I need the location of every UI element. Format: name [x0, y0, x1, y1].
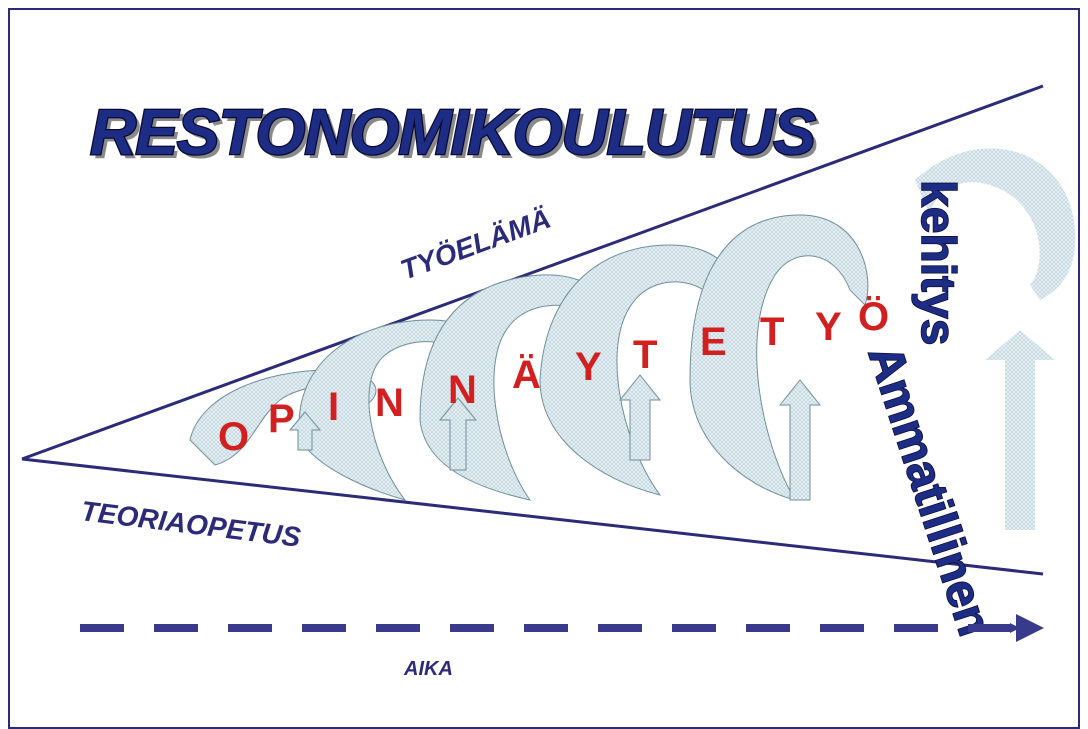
spiral-letter: I [328, 385, 339, 429]
time-arrow-head [1016, 614, 1044, 642]
spiral-letter: E [700, 320, 727, 364]
spiral-letter: Ö [858, 294, 889, 339]
spiral-letter: T [760, 310, 784, 354]
right-up-arrow [985, 330, 1055, 530]
spiral-letter: T [633, 333, 657, 377]
spiral-letter: Y [815, 305, 842, 349]
vertical-label-ammatillinen: Ammatillinen [858, 339, 1002, 642]
time-label: AIKA [403, 658, 453, 680]
spiral-letter: N [375, 381, 404, 425]
page-title: RESTONOMIKOULUTUS [90, 96, 816, 168]
spiral-letter: Ä [512, 353, 541, 397]
spiral-letter: N [448, 368, 477, 412]
spiral-letter: Y [575, 345, 602, 389]
vertical-label-kehitys: kehitys [911, 180, 964, 345]
lower-label: TEORIAOPETUS [79, 495, 302, 553]
spiral-letter: O [218, 415, 249, 459]
spiral-letter: P [268, 397, 295, 441]
